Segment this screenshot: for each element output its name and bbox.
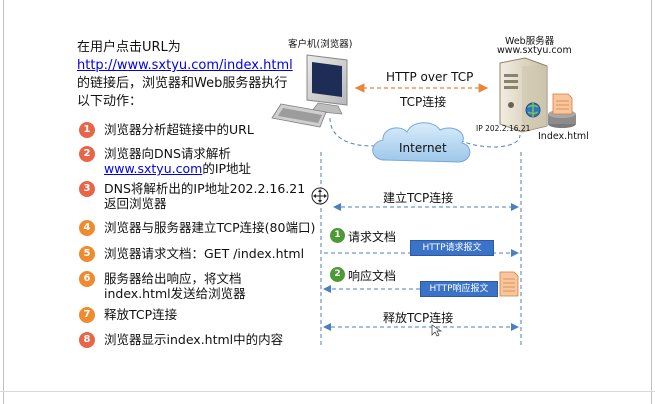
release-tcp-label: 释放TCP连接	[383, 311, 454, 325]
step-number-badge: 6	[79, 271, 95, 287]
mouse-pointer-icon	[431, 324, 443, 337]
step-line-suffix: 的IP地址	[202, 161, 252, 176]
step-text: 浏览器显示index.html中的内容	[104, 332, 284, 347]
index-file-label: Index.html	[538, 131, 589, 142]
tcp-connection-label: TCP连接	[400, 95, 447, 109]
http-over-tcp-label: HTTP over TCP	[386, 70, 474, 84]
client-computer-icon	[271, 54, 348, 128]
step-text: 释放TCP连接	[104, 307, 178, 322]
server-ip-label: IP 202.2.16.21	[476, 124, 531, 133]
left-border	[3, 0, 4, 404]
intro-line-1: 在用户点击URL为	[77, 40, 181, 55]
response-doc-label: 响应文档	[348, 269, 397, 283]
response-document-icon	[499, 271, 519, 297]
http-response-message: HTTP响应报文	[420, 281, 498, 297]
bottom-border	[0, 391, 655, 392]
step-text: 服务器给出响应，将文档 index.html发送给浏览器	[104, 271, 344, 301]
client-label: 客户机(浏览器)	[288, 39, 353, 50]
move-cursor-icon	[311, 187, 329, 205]
intro-text: 在用户点击URL为 http://www.sxtyu.com/index.htm…	[77, 39, 327, 111]
request-step-badge: 1	[330, 228, 345, 243]
step-line: index.html发送给浏览器	[104, 286, 246, 301]
internet-cloud-icon	[372, 122, 471, 163]
step-text: 浏览器分析超链接中的URL	[104, 122, 254, 137]
step-text: 浏览器请求文档：GET /index.html	[104, 246, 305, 261]
step-text: 浏览器向DNS请求解析 www.sxtyu.com的IP地址	[104, 146, 344, 176]
http-request-message: HTTP请求报文	[410, 240, 494, 256]
step-line: 返回浏览器	[104, 196, 167, 211]
step-number-badge: 2	[79, 146, 95, 162]
request-doc-label: 请求文档	[348, 230, 397, 244]
intro-line-3: 的链接后，浏览器和Web服务器执行	[77, 76, 288, 91]
server-label: Web服务器	[505, 36, 555, 47]
step-number-badge: 4	[79, 220, 95, 236]
document-stack-icon	[548, 93, 576, 128]
step-number-badge: 8	[79, 332, 95, 348]
intro-line-4: 以下动作：	[77, 94, 143, 109]
establish-tcp-label: 建立TCP连接	[383, 191, 454, 205]
internet-label: Internet	[399, 141, 447, 155]
globe-icon	[525, 102, 541, 118]
right-border	[651, 0, 652, 404]
step-number-badge: 3	[79, 181, 95, 197]
web-server-icon	[499, 57, 548, 133]
step-number-badge: 7	[79, 307, 95, 323]
response-step-badge: 2	[330, 267, 345, 282]
step-text: DNS将解析出的IP地址202.2.16.21 返回浏览器	[104, 181, 344, 211]
step-number-badge: 5	[79, 246, 95, 262]
server-domain: www.sxtyu.com	[497, 45, 572, 56]
step-number-badge: 1	[79, 122, 95, 138]
step-text: 浏览器与服务器建立TCP连接(80端口)	[104, 220, 316, 235]
step-line: 浏览器向DNS请求解析	[104, 146, 231, 161]
step-line: 服务器给出响应，将文档	[104, 271, 242, 286]
intro-url-link[interactable]: http://www.sxtyu.com/index.html	[77, 58, 293, 73]
step-line: DNS将解析出的IP地址202.2.16.21	[104, 181, 306, 196]
domain-link[interactable]: www.sxtyu.com	[104, 161, 203, 176]
